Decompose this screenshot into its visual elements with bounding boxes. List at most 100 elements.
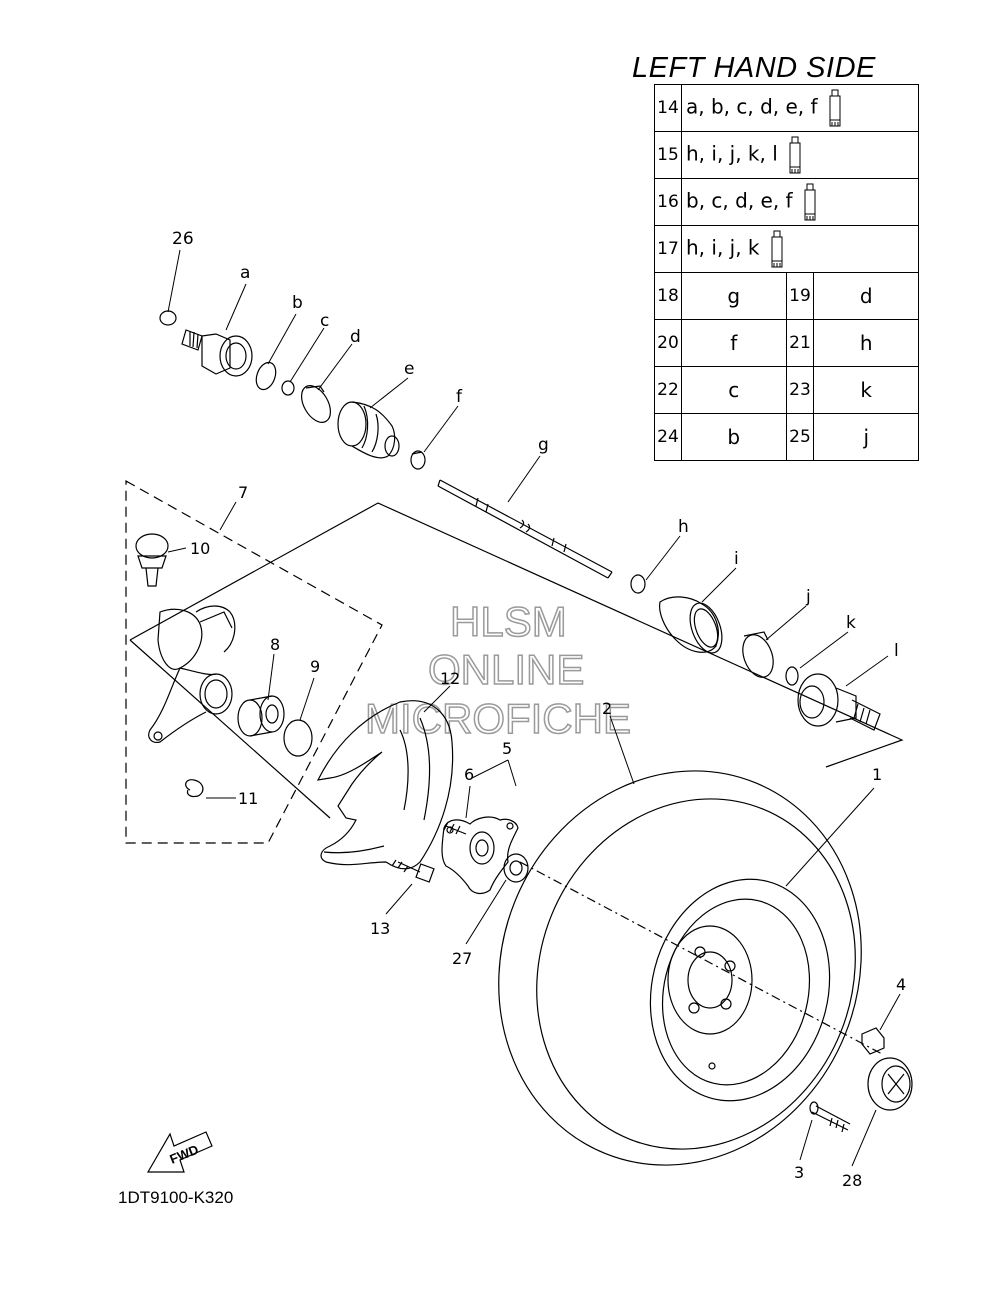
svg-text:ONLINE: ONLINE xyxy=(428,646,584,693)
grease-tube-icon xyxy=(804,183,816,221)
axle-group-outline xyxy=(129,502,904,768)
part-f-band xyxy=(410,450,426,470)
legend-num: 18 xyxy=(654,272,682,320)
part-c-circlip xyxy=(281,380,295,396)
part-10-ball-joint xyxy=(135,533,169,587)
part-3-valve xyxy=(809,1101,851,1133)
label-26: 26 xyxy=(172,229,194,249)
legend-row: 14 a, b, c, d, e, f xyxy=(654,84,919,132)
grease-tube-icon xyxy=(771,230,783,268)
part-j-band xyxy=(742,631,774,678)
label-11: 11 xyxy=(238,789,258,808)
legend-num: 25 xyxy=(785,413,815,461)
legend-letter: j xyxy=(813,413,919,461)
fwd-arrow-icon xyxy=(146,1131,213,1173)
part-7-knuckle xyxy=(148,605,236,743)
legend-pair-row: 20 f 21 h xyxy=(654,319,919,367)
part-5-hub xyxy=(441,816,519,895)
legend-letters: h, i, j, k, l xyxy=(686,141,778,166)
label-9: 9 xyxy=(310,657,320,676)
part-26-circlip xyxy=(159,310,177,326)
grease-tube-icon xyxy=(829,89,841,127)
label-1: 1 xyxy=(872,765,882,784)
legend-num: 16 xyxy=(654,178,682,226)
legend-letter: b xyxy=(681,413,787,461)
label-g: g xyxy=(538,435,549,455)
label-k: k xyxy=(846,613,856,633)
label-8: 8 xyxy=(270,635,280,654)
label-i: i xyxy=(734,549,739,569)
parts-legend-table: 14 a, b, c, d, e, f 15 h, i, j, k, l 16 … xyxy=(654,84,919,461)
label-5: 5 xyxy=(502,739,512,758)
label-3: 3 xyxy=(794,1163,804,1182)
label-b: b xyxy=(292,293,303,313)
label-h: h xyxy=(678,517,689,537)
legend-pair-row: 24 b 25 j xyxy=(654,413,919,461)
legend-num: 19 xyxy=(785,272,815,320)
legend-letter: c xyxy=(681,366,787,414)
legend-letter: h xyxy=(813,319,919,367)
label-d: d xyxy=(350,327,361,347)
legend-num: 22 xyxy=(654,366,682,414)
legend-letter: g xyxy=(681,272,787,320)
knuckle-group-outline xyxy=(125,479,383,844)
legend-letters: h, i, j, k xyxy=(686,235,760,260)
legend-letters-cell: h, i, j, k, l xyxy=(681,131,919,179)
label-7: 7 xyxy=(238,483,248,502)
label-12: 12 xyxy=(440,669,460,688)
label-e: e xyxy=(404,359,414,379)
legend-pair-row: 18 g 19 d xyxy=(654,272,919,320)
legend-letters: b, c, d, e, f xyxy=(686,188,793,213)
part-k-circlip xyxy=(785,666,799,686)
legend-letter: f xyxy=(681,319,787,367)
legend-pair-row: 22 c 23 k xyxy=(654,366,919,414)
label-l: l xyxy=(894,641,899,661)
part-d-band xyxy=(300,385,332,423)
legend-row: 17 h, i, j, k xyxy=(654,225,919,273)
legend-num: 20 xyxy=(654,319,682,367)
part-b-oring xyxy=(255,361,277,391)
legend-row: 16 b, c, d, e, f xyxy=(654,178,919,226)
part-8-bearing xyxy=(237,695,285,737)
part-1-wheel-and-tire xyxy=(498,770,862,1166)
part-28-hub-cap xyxy=(867,1057,913,1111)
label-a: a xyxy=(240,263,250,283)
part-e-boot xyxy=(337,401,400,459)
label-c: c xyxy=(320,311,329,331)
grease-tube-icon xyxy=(789,136,801,174)
legend-num: 23 xyxy=(785,366,815,414)
legend-letters: a, b, c, d, e, f xyxy=(686,94,818,119)
label-10: 10 xyxy=(190,539,210,558)
part-g-shaft xyxy=(437,479,613,579)
part-i-boot xyxy=(659,596,723,654)
legend-letter: k xyxy=(813,366,919,414)
legend-num: 15 xyxy=(654,131,682,179)
drawing-code: 1DT9100-K320 xyxy=(118,1188,234,1207)
part-9-circlip xyxy=(283,719,313,757)
fwd-label: FWD xyxy=(168,1142,201,1167)
legend-letters-cell: b, c, d, e, f xyxy=(681,178,919,226)
legend-num: 17 xyxy=(654,225,682,273)
label-2: 2 xyxy=(602,699,612,718)
part-4-wheel-nut xyxy=(861,1027,885,1055)
svg-text:MICROFICHE: MICROFICHE xyxy=(365,695,631,742)
legend-letters-cell: h, i, j, k xyxy=(681,225,919,273)
legend-num: 14 xyxy=(654,84,682,132)
label-28: 28 xyxy=(842,1171,862,1190)
label-j: j xyxy=(805,587,811,607)
label-f: f xyxy=(456,387,463,407)
part-a-inner-joint xyxy=(181,329,253,377)
watermark: HLSM ONLINE MICROFICHE xyxy=(364,597,632,743)
part-11-clip xyxy=(185,779,204,798)
part-27-nut xyxy=(503,853,529,883)
part-l-outer-joint xyxy=(797,673,881,731)
label-13: 13 xyxy=(370,919,390,938)
part-h-band xyxy=(630,574,646,594)
page-title: LEFT HAND SIDE xyxy=(632,52,876,84)
label-27: 27 xyxy=(452,949,472,968)
axis-line xyxy=(519,861,885,1056)
legend-letter: d xyxy=(813,272,919,320)
label-4: 4 xyxy=(896,975,906,994)
legend-row: 15 h, i, j, k, l xyxy=(654,131,919,179)
